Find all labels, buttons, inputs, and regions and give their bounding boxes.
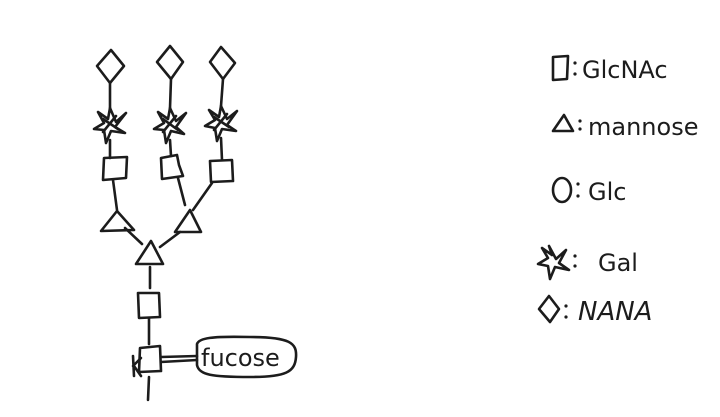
legend-item-glc: Glc — [551, 176, 626, 206]
star-gal-2 — [152, 106, 188, 145]
legend-item-nana: NANA — [537, 294, 652, 327]
legend-label-mannose: mannose — [588, 113, 698, 141]
diamond-nana-3 — [208, 45, 237, 81]
legend-label-gal: Gal — [598, 249, 638, 277]
square-glcnac-1 — [101, 155, 129, 182]
core-chain: fucose — [131, 239, 298, 402]
legend-item-glcnac: GlcNAc — [551, 54, 668, 84]
legend-item-mannose: mannose — [551, 113, 698, 141]
diamond-nana-2 — [155, 44, 185, 81]
legend-label-glcnac: GlcNAc — [582, 56, 668, 84]
square-glcnac-3 — [208, 158, 235, 184]
star-gal-1 — [92, 106, 128, 145]
legend: GlcNAc mannose Glc Gal NANA — [536, 54, 698, 327]
star-gal-3 — [203, 104, 239, 143]
legend-star-icon — [536, 244, 571, 281]
legend-item-gal: Gal — [536, 244, 638, 281]
legend-label-glc: Glc — [588, 178, 626, 206]
legend-square-icon — [551, 54, 570, 82]
triangle-mannose-1 — [99, 209, 136, 233]
square-glcnac-2 — [159, 153, 185, 181]
branch-left — [92, 48, 144, 246]
legend-circle-icon — [551, 176, 573, 204]
square-glcnac-core-2 — [137, 344, 163, 374]
legend-diamond-icon — [537, 294, 561, 324]
fucose-label: fucose — [201, 344, 280, 372]
legend-triangle-icon — [551, 113, 575, 133]
branch-right — [158, 45, 239, 249]
square-glcnac-core-1 — [136, 291, 162, 320]
diamond-nana-1 — [95, 48, 126, 85]
legend-label-nana: NANA — [578, 297, 652, 327]
fucose-callout — [195, 335, 298, 379]
triangle-mannose-core — [134, 239, 165, 266]
branch-middle — [152, 44, 188, 207]
triangle-mannose-2 — [173, 208, 203, 234]
